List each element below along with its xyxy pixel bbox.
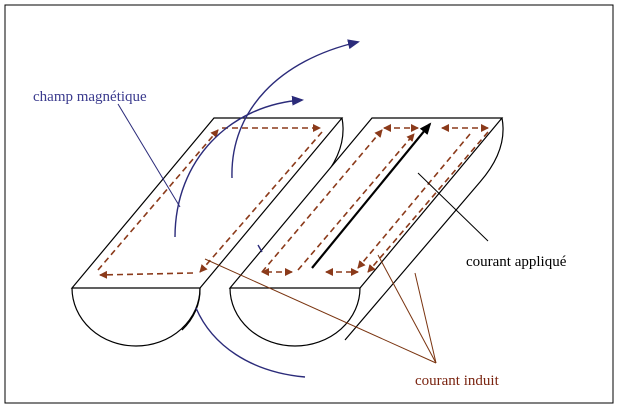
- field-arrow-bottom: [195, 307, 306, 378]
- field-arrow-inner: [174, 95, 304, 238]
- induced-arrow-right-up-a: [261, 129, 383, 273]
- induced-label-leader-c: [414, 272, 437, 364]
- applied-label-leader: [417, 172, 489, 242]
- field-label-leader: [117, 103, 181, 208]
- induced-arrow-left-up: [97, 129, 219, 271]
- magnetic-field-label: champ magnétique: [33, 89, 147, 105]
- applied-current-arrow: [311, 122, 432, 269]
- induced-arrow-left-down: [199, 131, 323, 273]
- induced-label-leader-b: [377, 254, 437, 364]
- applied-current-label: courant appliqué: [466, 254, 567, 270]
- field-arrow-outer: [231, 39, 360, 179]
- induced-arrow-right-down-a: [357, 133, 471, 269]
- frame-border: [4, 4, 614, 404]
- induced-loop-right: [261, 124, 489, 276]
- field-arrow-outer-tail: [257, 244, 263, 253]
- induced-current-label: courant induit: [415, 373, 500, 389]
- induced-label-leader-a: [204, 258, 437, 364]
- induced-loop-left: [97, 124, 323, 279]
- induced-arrow-right-down-b: [367, 131, 489, 273]
- induced-arrow-left-bottom: [99, 270, 194, 279]
